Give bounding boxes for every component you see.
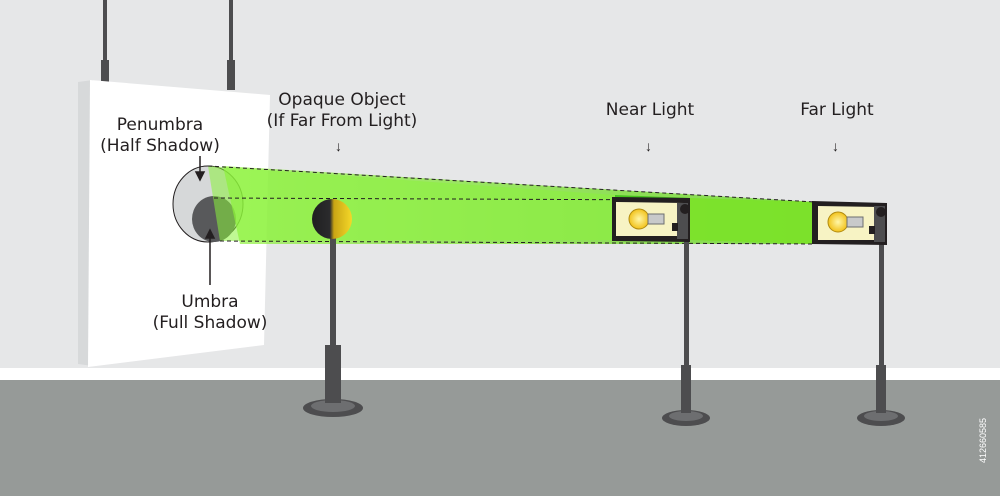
umbra-line1: Umbra — [181, 292, 239, 312]
far-light-text: Far Light — [800, 100, 874, 120]
opaque-object-arrow-icon: ↓ — [335, 138, 342, 154]
far-light-stand — [857, 228, 905, 426]
opaque-object-stand — [303, 232, 363, 417]
screen-hangers — [101, 0, 235, 90]
umbra-line2: (Full Shadow) — [152, 313, 268, 333]
opaque-object-ball — [312, 199, 352, 239]
far-light-label: Far Light — [782, 100, 892, 121]
far-light-arrow-icon: ↓ — [832, 138, 839, 154]
near-light-arrow-icon: ↓ — [645, 138, 652, 154]
beam-guide-lines — [207, 165, 816, 245]
stock-id-text: 412660585 — [978, 417, 988, 463]
umbra-pointer — [204, 228, 216, 285]
opaque-object-line1: Opaque Object — [278, 90, 406, 110]
near-light-text: Near Light — [605, 100, 695, 120]
skirting-board — [0, 368, 1000, 380]
penumbra-pointer — [194, 156, 206, 182]
floor — [0, 380, 1000, 496]
penumbra-line2: (Half Shadow) — [100, 136, 220, 156]
near-light-beam — [208, 166, 615, 241]
opaque-object-label: Opaque Object (If Far From Light) — [262, 90, 422, 132]
near-light-lamp — [612, 197, 690, 242]
near-light-label: Near Light — [590, 100, 710, 121]
umbra-label: Umbra (Full Shadow) — [150, 292, 270, 334]
near-light-stand — [662, 225, 710, 426]
penumbra-label: Penumbra (Half Shadow) — [95, 115, 225, 157]
penumbra-line1: Penumbra — [116, 115, 204, 135]
opaque-object-line2: (If Far From Light) — [266, 111, 418, 131]
far-light-lamp — [812, 201, 887, 245]
